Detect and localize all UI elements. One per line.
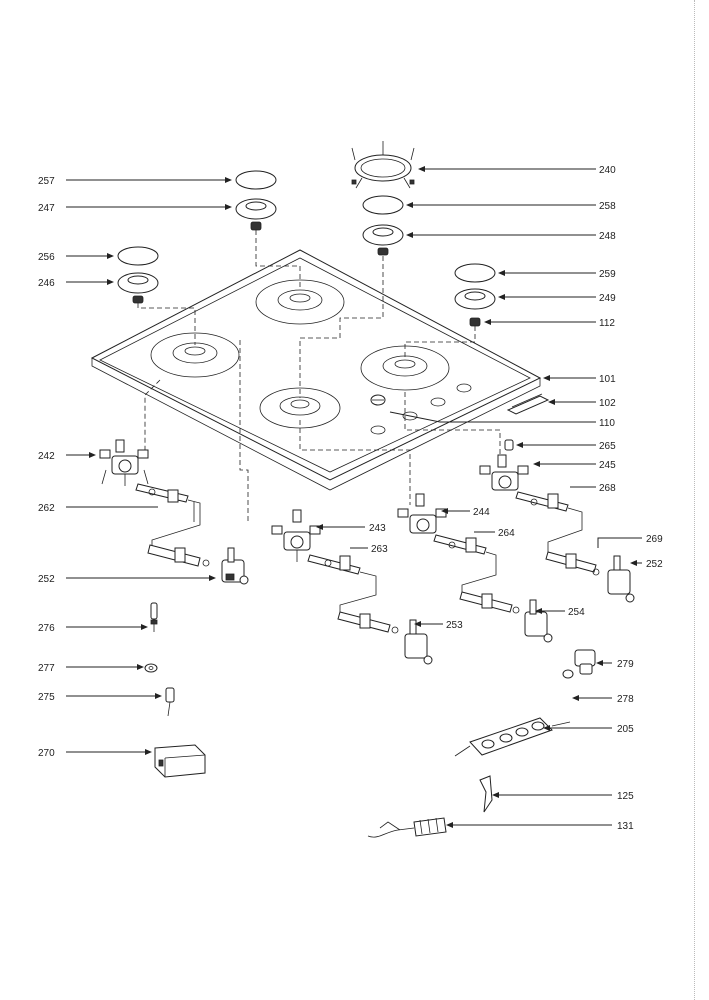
assembly-dash-lines <box>137 230 501 522</box>
pipe-263 <box>339 571 377 612</box>
part-110-knob <box>370 394 386 406</box>
burner-head-249 <box>454 288 496 310</box>
cap-257 <box>235 170 277 190</box>
label-101: 101 <box>599 374 616 385</box>
label-262: 262 <box>38 503 55 514</box>
leaders-right <box>389 168 642 826</box>
label-270: 270 <box>38 748 55 759</box>
part-275-electrode <box>165 687 175 717</box>
part-102-strip <box>506 393 550 415</box>
label-131: 131 <box>617 821 634 832</box>
cap-256 <box>117 246 159 266</box>
label-249: 249 <box>599 293 616 304</box>
label-259: 259 <box>599 269 616 280</box>
part-270-box <box>154 744 206 778</box>
pipe-262 <box>151 499 201 550</box>
label-243: 243 <box>369 523 386 534</box>
part-276-thermocouple <box>150 602 158 632</box>
nozzle-112 <box>469 317 481 327</box>
tap-242 <box>99 439 189 503</box>
burner-head-246 <box>117 272 159 304</box>
tap-245 <box>479 454 569 512</box>
valve-252-right <box>545 551 635 603</box>
part-278-washer <box>562 669 574 679</box>
tap-244 <box>397 493 487 555</box>
cap-259 <box>454 263 496 283</box>
part-number-labels: 257 247 256 246 242 262 252 276 277 275 … <box>38 165 663 832</box>
valve-252-left <box>147 544 249 585</box>
burner-head-248 <box>362 224 404 256</box>
label-205: 205 <box>617 724 634 735</box>
part-265 <box>504 439 514 451</box>
label-102: 102 <box>599 398 616 409</box>
pipe-264 <box>461 551 497 592</box>
label-265: 265 <box>599 441 616 452</box>
label-253: 253 <box>446 620 463 631</box>
label-252-right: 252 <box>646 559 663 570</box>
label-244: 244 <box>473 507 490 518</box>
hob-top-plate <box>90 249 542 491</box>
part-277-nut <box>144 663 158 673</box>
label-278: 278 <box>617 694 634 705</box>
label-242: 242 <box>38 451 55 462</box>
burner-head-247 <box>235 198 277 231</box>
part-131-connector <box>367 817 447 838</box>
label-246: 246 <box>38 278 55 289</box>
pan-support-240 <box>351 141 415 189</box>
part-205-ignition-unit <box>454 717 571 757</box>
label-257: 257 <box>38 176 55 187</box>
label-240: 240 <box>599 165 616 176</box>
part-279-fitting <box>574 649 596 675</box>
page-edge <box>693 0 695 1000</box>
label-245: 245 <box>599 460 616 471</box>
label-279: 279 <box>617 659 634 670</box>
label-276: 276 <box>38 623 55 634</box>
leaders-left <box>66 179 230 753</box>
part-125-clip <box>479 775 493 813</box>
valve-253 <box>337 611 433 665</box>
pipe-268 <box>547 507 583 552</box>
label-275: 275 <box>38 692 55 703</box>
label-247: 247 <box>38 203 55 214</box>
label-268: 268 <box>599 483 616 494</box>
label-252-left: 252 <box>38 574 55 585</box>
label-256: 256 <box>38 252 55 263</box>
label-254: 254 <box>568 607 585 618</box>
label-110: 110 <box>599 418 615 429</box>
tap-243 <box>271 509 361 575</box>
label-258: 258 <box>599 201 616 212</box>
valve-254 <box>459 591 553 643</box>
arrowheads <box>89 166 637 828</box>
label-269: 269 <box>646 534 663 545</box>
label-277: 277 <box>38 663 55 674</box>
label-125: 125 <box>617 791 634 802</box>
cap-258 <box>362 195 404 215</box>
label-264: 264 <box>498 528 515 539</box>
label-248: 248 <box>599 231 616 242</box>
label-263: 263 <box>371 544 388 555</box>
label-112: 112 <box>599 318 615 329</box>
